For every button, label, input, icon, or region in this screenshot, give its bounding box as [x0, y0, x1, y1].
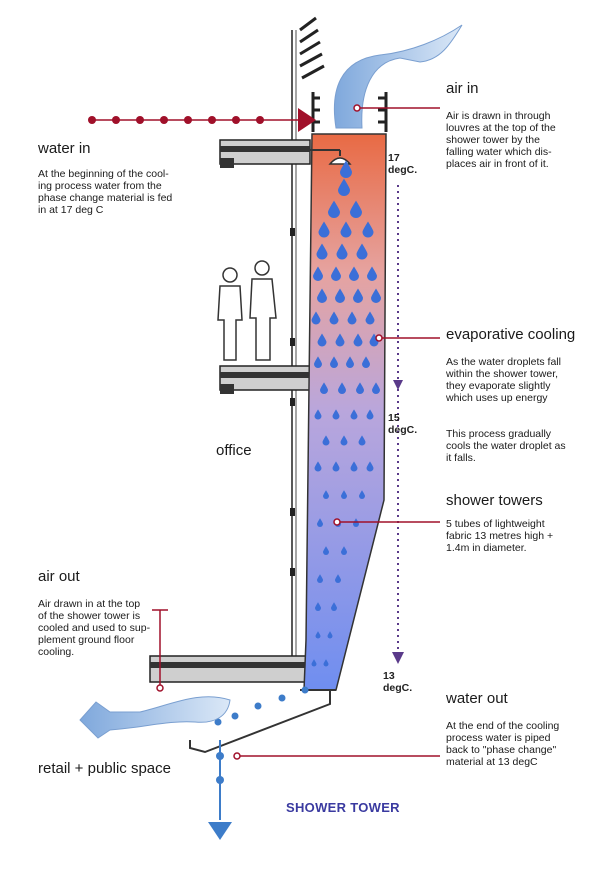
- water-droplet: [371, 288, 381, 303]
- water-droplet: [358, 435, 366, 446]
- water-droplet: [311, 311, 321, 325]
- water-droplet: [367, 266, 377, 281]
- leader-lines: [152, 104, 440, 760]
- water-droplet: [340, 160, 352, 178]
- water-in-title: water in: [38, 140, 91, 157]
- water-droplet: [347, 311, 357, 325]
- evaporative-cooling-text: As the water droplets fall within the sh…: [446, 356, 561, 404]
- water-droplet: [322, 435, 330, 446]
- water-droplet: [331, 602, 337, 611]
- water-out-pipe: [214, 686, 309, 784]
- water-droplet: [317, 518, 323, 527]
- water-droplet: [317, 288, 327, 303]
- floor-slab-bottom: [149, 655, 311, 683]
- diagram-title: SHOWER TOWER: [286, 800, 400, 815]
- water-droplet: [359, 490, 365, 499]
- water-droplet: [340, 221, 352, 238]
- air-in-text: Air is drawn in through louvres at the t…: [446, 110, 556, 170]
- water-droplet: [350, 461, 358, 472]
- shower-towers-title: shower towers: [446, 492, 543, 509]
- water-droplet: [318, 221, 330, 238]
- air-out-flow: [79, 696, 231, 739]
- water-droplet: [323, 546, 329, 555]
- evaporative-cooling-title: evaporative cooling: [446, 326, 576, 343]
- air-in-flow: [333, 24, 463, 129]
- water-out-arrow-icon: [208, 822, 232, 840]
- water-droplet: [315, 602, 321, 611]
- water-droplet: [350, 409, 358, 420]
- water-out-text: At the end of the cooling process water …: [446, 720, 560, 768]
- facade-joints: [290, 228, 295, 576]
- water-droplet: [328, 200, 340, 218]
- water-droplet: [366, 409, 374, 420]
- water-droplet: [314, 409, 322, 420]
- water-droplet: [340, 435, 348, 446]
- water-droplet: [311, 659, 317, 667]
- water-droplet: [353, 288, 363, 303]
- water-droplet: [346, 356, 354, 368]
- floor-slab-top: [219, 139, 311, 168]
- water-droplet: [356, 243, 368, 260]
- retail-label: retail + public space: [38, 760, 171, 777]
- water-droplet: [336, 243, 348, 260]
- water-droplet: [362, 221, 374, 238]
- water-droplet: [335, 333, 345, 347]
- water-droplet: [369, 333, 379, 347]
- water-droplet: [316, 243, 328, 260]
- water-in-arrow-icon: [298, 108, 316, 132]
- water-droplet: [335, 574, 341, 583]
- water-droplet: [353, 333, 363, 347]
- temperature-arrow: [392, 185, 404, 664]
- water-droplet: [323, 490, 329, 499]
- water-in-line: [88, 108, 316, 132]
- office-people-icon: [217, 260, 277, 361]
- water-droplet: [366, 461, 374, 472]
- water-droplet: [313, 266, 323, 281]
- office-label: office: [216, 442, 252, 459]
- air-out-text: Air drawn in at the top of the shower to…: [38, 598, 151, 658]
- air-in-title: air in: [446, 80, 479, 97]
- water-droplet: [332, 409, 340, 420]
- water-droplet: [317, 333, 327, 347]
- water-droplet: [338, 382, 346, 394]
- water-droplet: [341, 546, 347, 555]
- water-droplet: [330, 356, 338, 368]
- water-droplet: [372, 382, 380, 394]
- water-droplet: [329, 311, 339, 325]
- water-droplets: [311, 160, 381, 667]
- water-droplet: [317, 574, 323, 583]
- water-droplet: [327, 631, 333, 639]
- water-droplet: [323, 659, 329, 667]
- water-droplet: [365, 311, 375, 325]
- water-droplet: [314, 356, 322, 368]
- water-droplet: [356, 382, 364, 394]
- water-out-title: water out: [446, 690, 508, 707]
- water-droplet: [349, 266, 359, 281]
- shower-towers-text: 5 tubes of lightweight fabric 13 metres …: [446, 518, 554, 554]
- water-droplet: [350, 200, 362, 218]
- tower-cap: [311, 92, 388, 132]
- water-droplet: [320, 382, 328, 394]
- water-in-text: At the beginning of the cool- ing proces…: [38, 168, 173, 216]
- evaporative-cooling-text-2: This process gradually cools the water d…: [446, 428, 566, 464]
- water-droplet: [331, 266, 341, 281]
- air-out-title: air out: [38, 568, 80, 585]
- water-droplet: [314, 461, 322, 472]
- water-droplet: [332, 461, 340, 472]
- water-droplet: [341, 490, 347, 499]
- water-droplet: [335, 288, 345, 303]
- water-droplet: [362, 356, 370, 368]
- water-droplet: [338, 178, 350, 196]
- floor-slab-middle: [219, 365, 311, 394]
- louvres: [299, 16, 325, 80]
- water-droplet: [315, 631, 321, 639]
